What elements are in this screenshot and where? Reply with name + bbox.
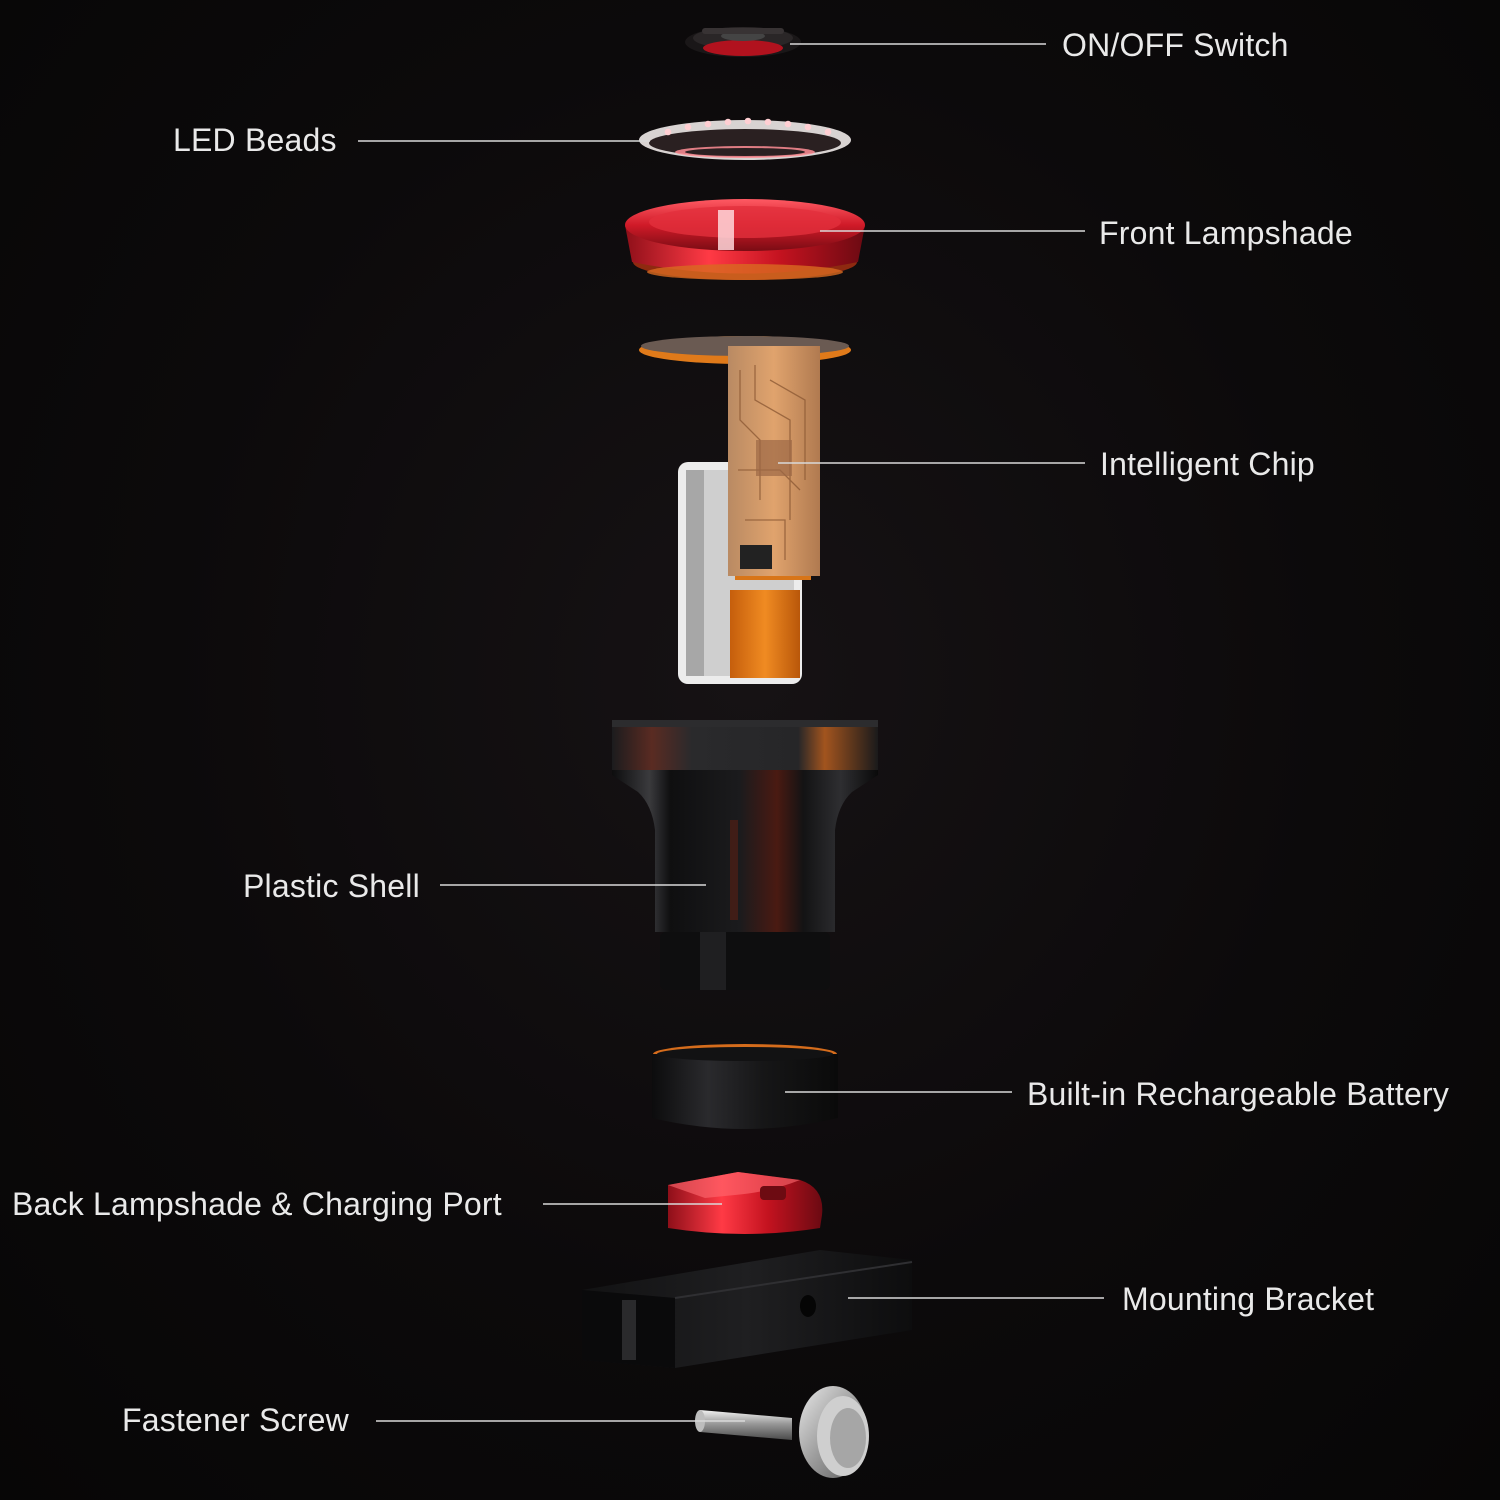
label-plastic-shell: Plastic Shell — [243, 868, 420, 904]
intelligent-chip-part — [639, 336, 851, 684]
back-lampshade-part — [668, 1172, 823, 1234]
label-battery: Built-in Rechargeable Battery — [1027, 1076, 1450, 1112]
label-led-beads: LED Beads — [173, 122, 337, 158]
leader-lines — [358, 43, 1104, 1422]
mounting-bracket-part — [582, 1250, 913, 1368]
label-fastener-screw: Fastener Screw — [122, 1402, 349, 1438]
label-on-off-switch: ON/OFF Switch — [1062, 27, 1289, 63]
fastener-screw-part — [695, 1386, 869, 1478]
label-mounting-bracket: Mounting Bracket — [1122, 1281, 1375, 1317]
battery-part — [652, 1044, 838, 1129]
front-lampshade-part — [625, 199, 865, 280]
on-off-switch-part — [685, 27, 801, 57]
label-back-lampshade: Back Lampshade & Charging Port — [12, 1186, 502, 1222]
label-intelligent-chip: Intelligent Chip — [1100, 446, 1315, 482]
plastic-shell-part — [612, 720, 878, 990]
led-beads-part — [639, 117, 851, 160]
label-front-lampshade: Front Lampshade — [1099, 215, 1353, 251]
